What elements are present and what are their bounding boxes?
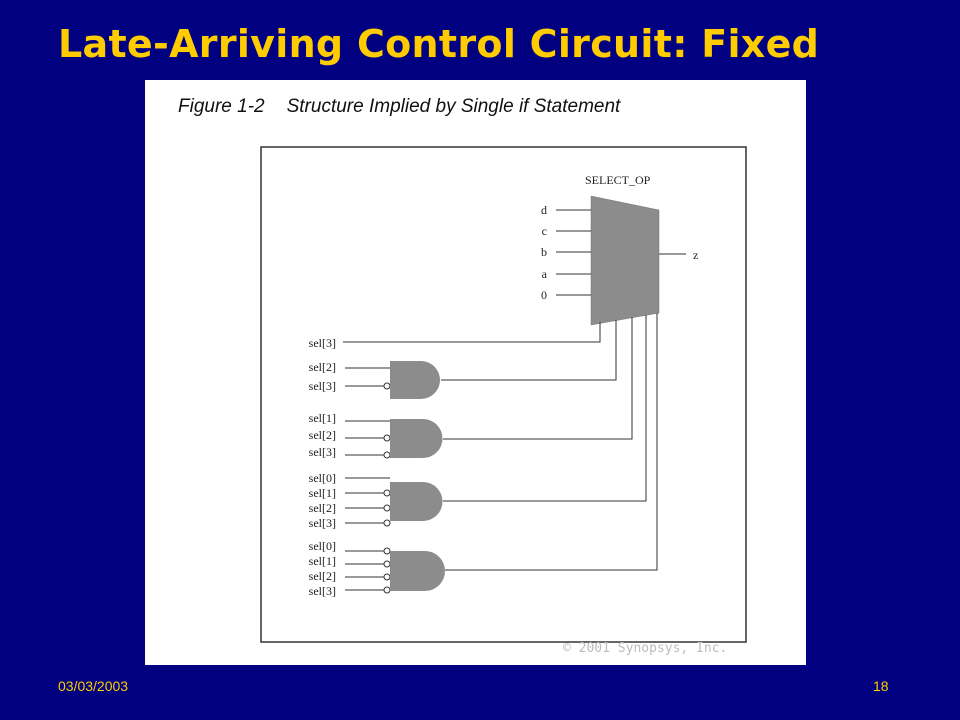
figure-panel: Figure 1-2 Structure Implied by Single if…: [145, 80, 806, 665]
gate-2-input-labels: sel[1] sel[2] sel[3]: [309, 411, 336, 459]
gate-4-input-2: sel[2]: [309, 569, 336, 583]
gate-2-input-0: sel[1]: [309, 411, 336, 425]
direct-select-label: sel[3]: [309, 336, 336, 350]
inverter-bubble: [383, 382, 391, 390]
mux-input-b: b: [541, 245, 547, 259]
mux-inputs: [556, 209, 591, 296]
gate-3-input-0: sel[0]: [309, 471, 336, 485]
gate-3-input-labels: sel[0] sel[1] sel[2] sel[3]: [309, 471, 336, 530]
inverter-bubble: [383, 560, 391, 568]
gate-2-body: [390, 419, 443, 458]
gate-4-input-3: sel[3]: [309, 584, 336, 598]
gate-4-body: [390, 551, 445, 591]
caption-title: Structure Implied by Single if Statement: [286, 96, 621, 117]
and-gate-3: sel[0] sel[1] sel[2] sel[3]: [309, 471, 443, 530]
inverter-bubble: [383, 519, 391, 527]
mux-input-d: d: [541, 203, 547, 217]
mux-input-labels: d c b a 0: [541, 203, 548, 302]
inverter-bubble: [383, 489, 391, 497]
mux-input-0: 0: [541, 288, 547, 302]
gate-1-input-1: sel[3]: [309, 379, 336, 393]
gate-3-input-1: sel[1]: [309, 486, 336, 500]
gate-1-input-0: sel[2]: [309, 360, 336, 374]
gate-3-input-3: sel[3]: [309, 516, 336, 530]
page-number: 18: [873, 678, 889, 694]
slide-title: Late-Arriving Control Circuit: Fixed: [58, 22, 820, 66]
inverter-bubble: [383, 504, 391, 512]
select-wires: [441, 313, 658, 571]
gate-4-input-labels: sel[0] sel[1] sel[2] sel[3]: [309, 539, 336, 598]
inverter-bubble: [383, 434, 391, 442]
direct-select-wire: [343, 322, 601, 343]
mux-output-label: z: [693, 248, 698, 262]
caption-number: Figure 1-2: [178, 96, 265, 117]
gate-3-input-2: sel[2]: [309, 501, 336, 515]
mux-input-a: a: [542, 267, 548, 281]
mux-label: SELECT_OP: [585, 173, 651, 187]
diagram-frame: [260, 146, 747, 643]
inverter-bubble: [383, 547, 391, 555]
copyright-text: © 2001 Synopsys, Inc.: [563, 641, 727, 656]
figure-caption: Figure 1-2 Structure Implied by Single if…: [178, 96, 620, 118]
circuit-diagram: SELECT_OP d c b a 0 z sel[3]: [260, 146, 747, 656]
gate-1-input-labels: sel[2] sel[3]: [309, 360, 336, 393]
gate-4-input-1: sel[1]: [309, 554, 336, 568]
gate-1-body: [390, 361, 440, 399]
mux-block: [590, 195, 660, 326]
and-gate-4: sel[0] sel[1] sel[2] sel[3]: [309, 539, 445, 598]
gate-4-input-0: sel[0]: [309, 539, 336, 553]
mux-input-c: c: [542, 224, 547, 238]
gate-2-input-1: sel[2]: [309, 428, 336, 442]
inverter-bubble: [383, 573, 391, 581]
and-gate-1: sel[2] sel[3]: [309, 360, 440, 399]
inverter-bubble: [383, 586, 391, 594]
gate-2-input-2: sel[3]: [309, 445, 336, 459]
inverter-bubble: [383, 451, 391, 459]
footer-date: 03/03/2003: [58, 678, 129, 694]
gate-3-body: [390, 482, 443, 521]
and-gate-2: sel[1] sel[2] sel[3]: [309, 411, 443, 459]
